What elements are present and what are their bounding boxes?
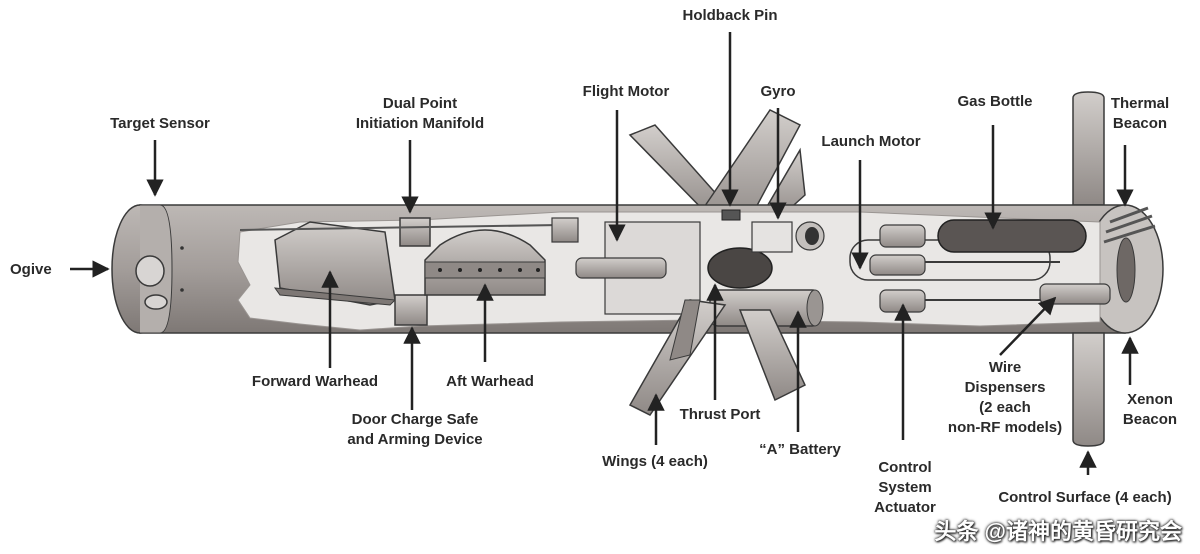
gyro-shape bbox=[751, 221, 825, 253]
label-holdback-pin: Holdback Pin bbox=[682, 7, 778, 24]
upper-control-surface bbox=[1072, 91, 1105, 206]
label-control-system-line1: Control bbox=[878, 459, 932, 476]
forward-warhead-shape bbox=[273, 221, 397, 306]
aft-warhead-shape bbox=[424, 229, 546, 296]
label-flight-motor: Flight Motor bbox=[582, 83, 670, 100]
thrust-port-shape bbox=[707, 247, 773, 289]
lower-wings bbox=[628, 299, 806, 416]
gas-bottle-shape bbox=[937, 219, 1087, 253]
label-gyro: Gyro bbox=[760, 83, 796, 100]
label-wire-dispensers-line2: Dispensers bbox=[964, 379, 1046, 396]
label-forward-warhead: Forward Warhead bbox=[251, 373, 379, 390]
label-ogive: Ogive bbox=[10, 261, 52, 278]
label-thermal-beacon-line1: Thermal bbox=[1110, 95, 1170, 112]
arming-device-shape bbox=[394, 294, 428, 326]
label-gas-bottle: Gas Bottle bbox=[957, 93, 1033, 110]
label-thermal-beacon-line2: Beacon bbox=[1112, 115, 1168, 132]
label-door-charge-line1: Door Charge Safe bbox=[351, 411, 479, 428]
label-wire-dispensers-line3: (2 each bbox=[979, 399, 1031, 416]
label-control-system-line3: Actuator bbox=[874, 499, 936, 516]
launch-motor-shape bbox=[849, 224, 1060, 313]
label-door-charge-line2: and Arming Device bbox=[347, 431, 483, 448]
manifold-shape bbox=[399, 217, 431, 247]
label-wire-dispensers-line4: non-RF models) bbox=[947, 419, 1063, 436]
label-dual-point-line2: Initiation Manifold bbox=[355, 115, 485, 132]
label-aft-warhead: Aft Warhead bbox=[446, 373, 534, 390]
upper-wings bbox=[628, 109, 806, 229]
label-thrust-port: Thrust Port bbox=[679, 406, 761, 423]
watermark: 头条 @诸神的黄昏研究会 bbox=[934, 519, 1182, 544]
label-wings: Wings (4 each) bbox=[602, 453, 708, 470]
label-wire-dispensers-line1: Wire bbox=[988, 359, 1022, 376]
label-xenon-beacon-line1: Xenon bbox=[1127, 391, 1173, 408]
label-dual-point-line1: Dual Point bbox=[382, 95, 458, 112]
lower-control-surface bbox=[1072, 332, 1105, 447]
label-control-surface: Control Surface (4 each) bbox=[998, 489, 1172, 506]
leader-arrows bbox=[70, 32, 1139, 475]
label-a-battery: “A” Battery bbox=[759, 441, 841, 458]
label-xenon-beacon-line2: Beacon bbox=[1122, 411, 1178, 428]
label-control-system-line2: System bbox=[878, 479, 932, 496]
holdback-pin-shape bbox=[721, 209, 741, 221]
wire-dispenser-shape bbox=[1039, 283, 1111, 305]
label-target-sensor: Target Sensor bbox=[110, 115, 210, 132]
label-launch-motor: Launch Motor bbox=[821, 133, 921, 150]
